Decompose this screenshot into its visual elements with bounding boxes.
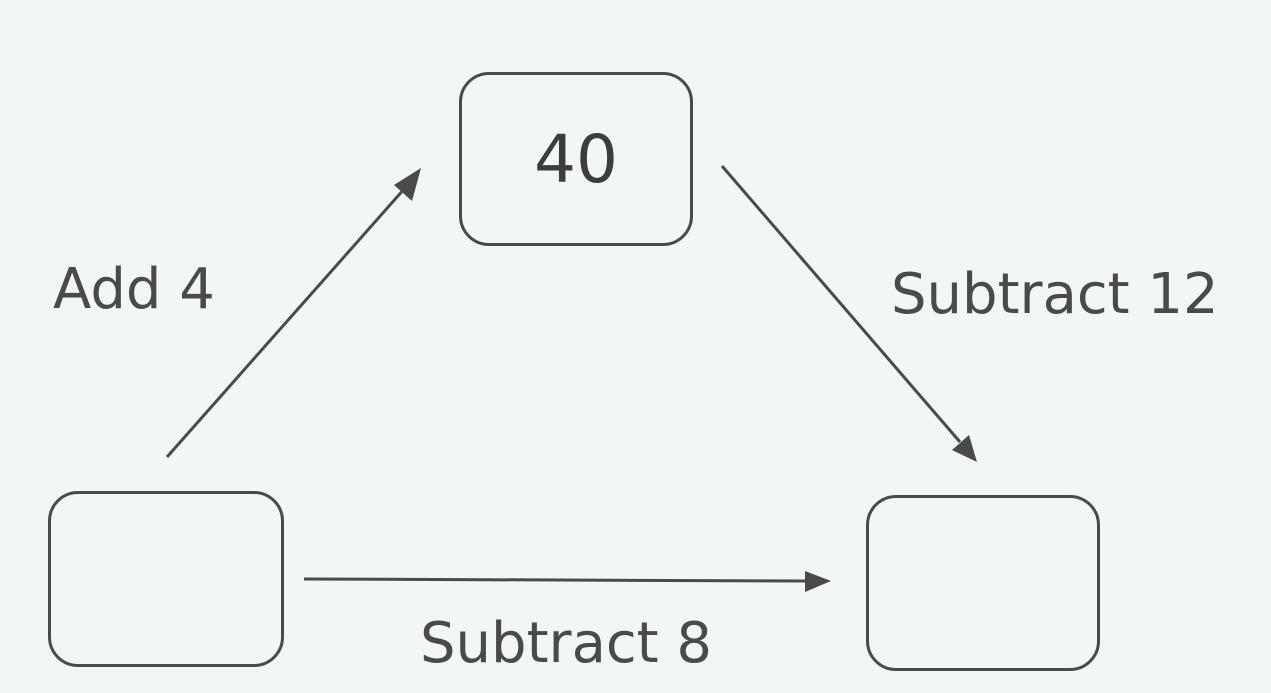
top-number-box: 40	[459, 72, 693, 246]
subtract-8-operation-label: Subtract 8	[420, 611, 713, 676]
bottom-left-number-box[interactable]	[48, 491, 284, 667]
add-operation-label: Add 4	[53, 257, 215, 322]
arrow-add	[165, 168, 421, 458]
subtract-12-operation-label: Subtract 12	[891, 262, 1219, 327]
top-number-value: 40	[534, 120, 618, 198]
arrow-subtract-8	[303, 571, 831, 592]
arrow-subtract-12	[720, 165, 977, 462]
bottom-right-number-box[interactable]	[866, 495, 1100, 671]
